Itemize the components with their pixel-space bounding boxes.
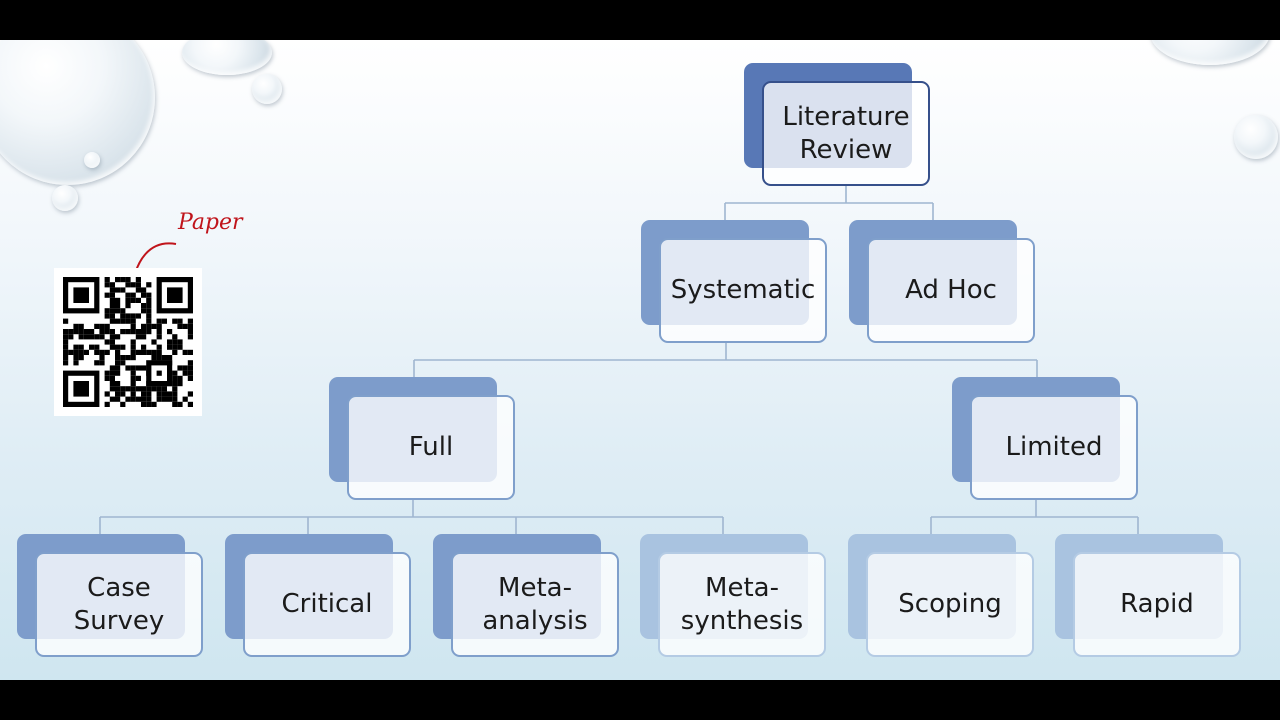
node-box: Literature Review	[762, 81, 930, 186]
node-label: Full	[408, 432, 454, 462]
node-scoping: Scoping	[848, 534, 1034, 657]
node-ad-hoc: Ad Hoc	[849, 220, 1035, 343]
node-meta-analysis: Meta- analysis	[433, 534, 619, 657]
node-label: Ad Hoc	[905, 275, 997, 305]
water-drop-mini	[52, 185, 78, 211]
node-box: Meta- analysis	[451, 552, 619, 657]
node-meta-synthesis: Meta- synthesis	[640, 534, 826, 657]
node-systematic: Systematic	[641, 220, 827, 343]
node-box: Systematic	[659, 238, 827, 343]
node-box: Scoping	[866, 552, 1034, 657]
node-box: Case Survey	[35, 552, 203, 657]
node-case-survey: Case Survey	[17, 534, 203, 657]
node-box: Full	[347, 395, 515, 500]
node-label: Meta- synthesis	[680, 572, 804, 636]
node-box: Critical	[243, 552, 411, 657]
node-box: Meta- synthesis	[658, 552, 826, 657]
node-limited: Limited	[952, 377, 1138, 500]
node-label: Case Survey	[73, 572, 165, 636]
qr-code-icon	[54, 268, 202, 416]
paper-annotation-label: Paper	[178, 210, 243, 235]
water-drop-top	[182, 40, 272, 75]
node-literature-review: Literature Review	[744, 63, 930, 186]
bottom-letterbox-bar	[0, 680, 1280, 720]
node-label: Critical	[281, 589, 373, 619]
water-drop-tiny	[84, 152, 100, 168]
node-label: Limited	[1005, 432, 1103, 462]
water-drop-small	[252, 74, 282, 104]
node-full: Full	[329, 377, 515, 500]
water-drop-right	[1234, 115, 1278, 159]
node-label: Systematic	[670, 275, 816, 305]
node-box: Ad Hoc	[867, 238, 1035, 343]
node-box: Limited	[970, 395, 1138, 500]
node-label: Meta- analysis	[482, 572, 588, 636]
top-letterbox-bar	[0, 0, 1280, 40]
node-label: Rapid	[1120, 589, 1194, 619]
node-rapid: Rapid	[1055, 534, 1241, 657]
node-label: Scoping	[898, 589, 1002, 619]
node-box: Rapid	[1073, 552, 1241, 657]
node-label: Literature Review	[782, 101, 910, 165]
node-critical: Critical	[225, 534, 411, 657]
